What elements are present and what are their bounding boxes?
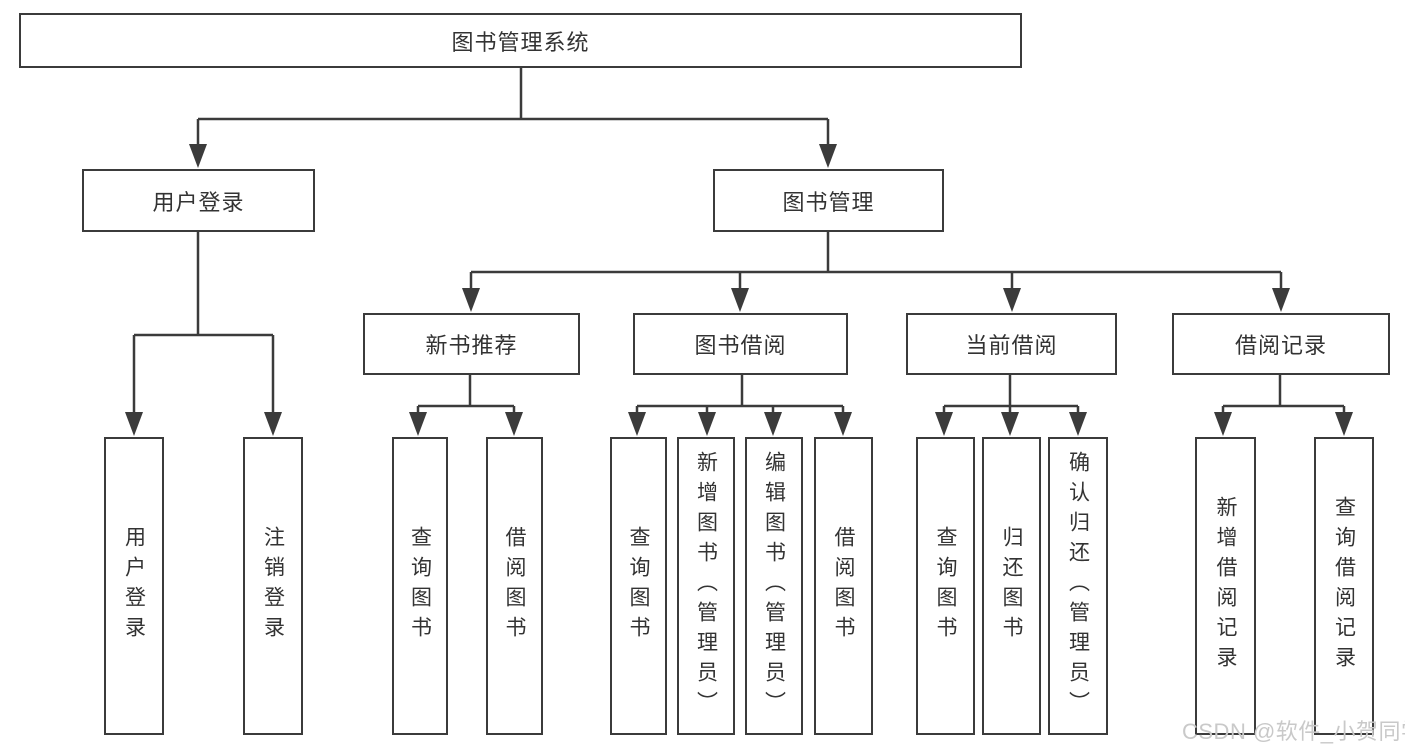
node-label: 图书管理系统 <box>451 29 590 55</box>
node-label: 借阅图书 <box>832 526 855 646</box>
leaf-return-books: 归还图书 <box>982 437 1041 735</box>
leaf-user-login: 用户登录 <box>104 437 164 735</box>
node-label: 借阅图书 <box>503 526 526 646</box>
leaf-query-books: 查询图书 <box>916 437 975 735</box>
node-label: 用户登录 <box>122 526 146 646</box>
leaf-query-books: 查询图书 <box>610 437 667 735</box>
node-label: 归还图书 <box>1000 526 1023 646</box>
node-label: 编辑图书（管理员） <box>762 451 786 721</box>
node-book-management: 图书管理 <box>713 169 944 232</box>
node-label: 查询图书 <box>408 526 432 646</box>
node-label: 确认归还（管理员） <box>1066 451 1090 721</box>
node-label: 注销登录 <box>261 526 285 646</box>
node-user-login: 用户登录 <box>82 169 315 232</box>
leaf-borrow-books: 借阅图书 <box>486 437 543 735</box>
node-label: 图书管理 <box>782 189 875 215</box>
leaf-edit-books-admin: 编辑图书（管理员） <box>745 437 803 735</box>
node-library-management-system: 图书管理系统 <box>19 13 1022 68</box>
leaf-add-borrow-record: 新增借阅记录 <box>1195 437 1256 735</box>
node-label: 借阅记录 <box>1234 333 1327 358</box>
node-label: 图书借阅 <box>694 333 787 358</box>
node-label: 新书推荐 <box>425 333 518 358</box>
watermark: CSDN @软件_小贺同学 <box>1182 719 1405 744</box>
node-label: 查询图书 <box>934 526 957 646</box>
node-label: 查询图书 <box>627 526 650 646</box>
node-label: 当前借阅 <box>965 333 1058 358</box>
leaf-query-borrow-record: 查询借阅记录 <box>1314 437 1374 735</box>
node-book-borrow: 图书借阅 <box>633 313 848 375</box>
node-borrow-records: 借阅记录 <box>1172 313 1390 375</box>
leaf-logout: 注销登录 <box>243 437 303 735</box>
node-label: 新增借阅记录 <box>1214 496 1237 676</box>
node-current-borrow: 当前借阅 <box>906 313 1117 375</box>
leaf-borrow-books: 借阅图书 <box>814 437 873 735</box>
arrowhead-icons <box>125 144 1353 436</box>
leaf-query-books: 查询图书 <box>392 437 448 735</box>
node-label: 查询借阅记录 <box>1332 496 1356 676</box>
node-label: 新增图书（管理员） <box>694 451 718 721</box>
leaf-confirm-return-admin: 确认归还（管理员） <box>1048 437 1108 735</box>
leaf-add-books-admin: 新增图书（管理员） <box>677 437 735 735</box>
node-new-book-recommend: 新书推荐 <box>363 313 580 375</box>
node-label: 用户登录 <box>152 189 245 215</box>
